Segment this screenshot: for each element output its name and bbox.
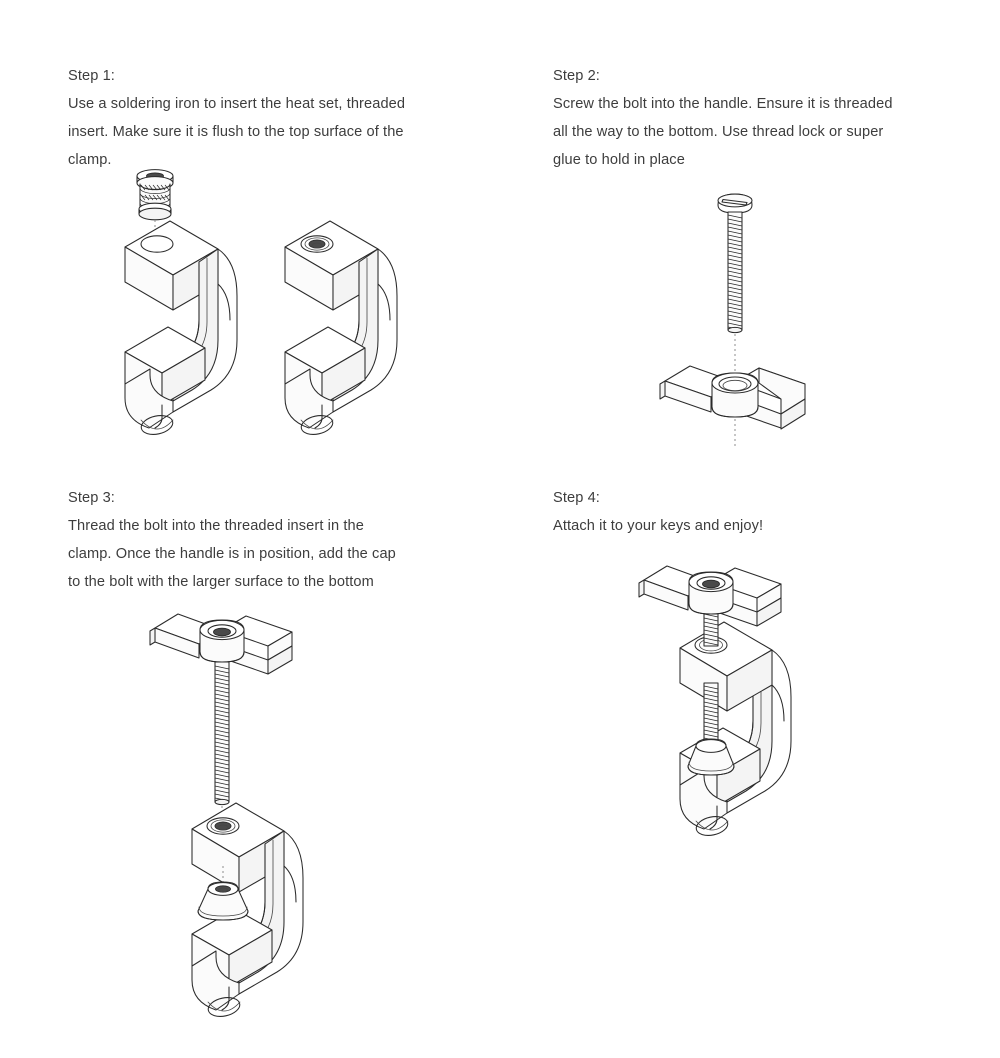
final-t-bar-handle-icon	[638, 565, 782, 627]
step-3-illustration	[0, 480, 500, 1058]
cone-cap-icon	[197, 881, 249, 921]
heat-set-threaded-insert-icon	[136, 169, 174, 221]
step-3-line-3: to the bolt with the larger surface to t…	[68, 574, 374, 590]
step-3-text: Step 3: Thread the bolt into the threade…	[68, 484, 448, 596]
step-panel-3: Step 3: Thread the bolt into the threade…	[0, 480, 500, 1058]
step-1-line-3: clamp.	[68, 152, 112, 168]
step3-bolt-threads	[214, 665, 230, 802]
step-2-illustration	[500, 0, 1000, 480]
pan-head-slotted-bolt-icon	[717, 193, 753, 334]
step-4-label: Step 4:	[553, 490, 600, 506]
bolt-threads	[727, 214, 743, 331]
step-4-text: Step 4: Attach it to your keys and enjoy…	[553, 484, 943, 540]
step-panel-2: Step 2: Screw the bolt into the handle. …	[500, 0, 1000, 480]
step-2-line-2: all the way to the bottom. Use thread lo…	[553, 124, 884, 140]
step-2-label: Step 2:	[553, 68, 600, 84]
step-1-line-2: insert. Make sure it is flush to the top…	[68, 124, 404, 140]
step-2-text: Step 2: Screw the bolt into the handle. …	[553, 62, 943, 174]
final-clamp-body-icon	[679, 621, 792, 836]
step-1-label: Step 1:	[68, 68, 115, 84]
step-2-body: Screw the bolt into the handle. Ensure i…	[553, 90, 943, 174]
step-4-line-1: Attach it to your keys and enjoy!	[553, 518, 764, 534]
step-1-line-1: Use a soldering iron to insert the heat …	[68, 96, 406, 112]
clamp-body-empty-icon	[124, 220, 238, 435]
clamp-body-with-insert-icon	[284, 220, 398, 435]
step-2-line-1: Screw the bolt into the handle. Ensure i…	[553, 96, 893, 112]
t-bar-handle-icon	[659, 365, 806, 430]
step-panel-4: Step 4: Attach it to your keys and enjoy…	[500, 480, 1000, 1058]
step-3-label: Step 3:	[68, 490, 115, 506]
step-3-line-2: clamp. Once the handle is in position, a…	[68, 546, 396, 562]
t-bar-handle-with-bolt-icon	[149, 613, 293, 806]
step-3-line-1: Thread the bolt into the threaded insert…	[68, 518, 364, 534]
step-panel-1: Step 1: Use a soldering iron to insert t…	[0, 0, 500, 480]
step3-clamp-body-icon	[191, 802, 304, 1017]
step-2-line-3: glue to hold in place	[553, 152, 685, 168]
step-1-text: Step 1: Use a soldering iron to insert t…	[68, 62, 448, 174]
step-4-body: Attach it to your keys and enjoy!	[553, 512, 943, 540]
step-1-illustration	[0, 0, 500, 480]
step-1-body: Use a soldering iron to insert the heat …	[68, 90, 448, 174]
final-cone-cap-icon	[687, 738, 735, 776]
step-3-body: Thread the bolt into the threaded insert…	[68, 512, 448, 596]
step-4-illustration	[500, 480, 1000, 1058]
